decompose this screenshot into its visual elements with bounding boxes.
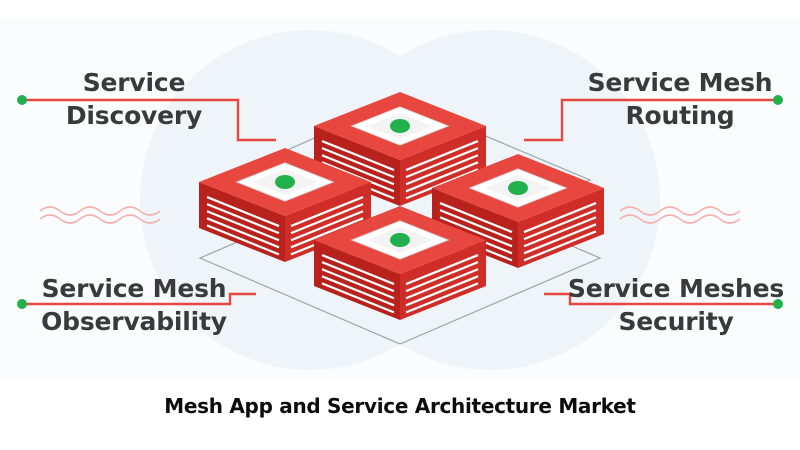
- label-service-mesh-observability: Service Mesh Observability: [34, 272, 234, 338]
- label-line: Service Mesh: [41, 274, 227, 303]
- label-line: Security: [618, 307, 734, 336]
- server-block-bottom: [314, 206, 486, 320]
- label-service-mesh-routing: Service Mesh Routing: [582, 66, 778, 132]
- label-line: Routing: [625, 101, 735, 130]
- connector-end-dots: [17, 95, 783, 309]
- wave-left: [39, 206, 161, 224]
- label-service-meshes-security: Service Meshes Security: [562, 272, 790, 338]
- label-line: Service Mesh: [587, 68, 773, 97]
- label-line: Service: [82, 68, 186, 97]
- label-line: Discovery: [65, 101, 203, 130]
- connectors: [22, 98, 778, 306]
- wave-right: [619, 206, 741, 224]
- server-block-left: [199, 148, 371, 262]
- label-line: Observability: [41, 307, 227, 336]
- caption-band: [0, 379, 800, 450]
- label-line: Service Meshes: [567, 274, 785, 303]
- caption-title: Mesh App and Service Architecture Market: [164, 394, 636, 418]
- server-block-top: [314, 92, 486, 206]
- label-service-discovery: Service Discovery: [60, 66, 208, 132]
